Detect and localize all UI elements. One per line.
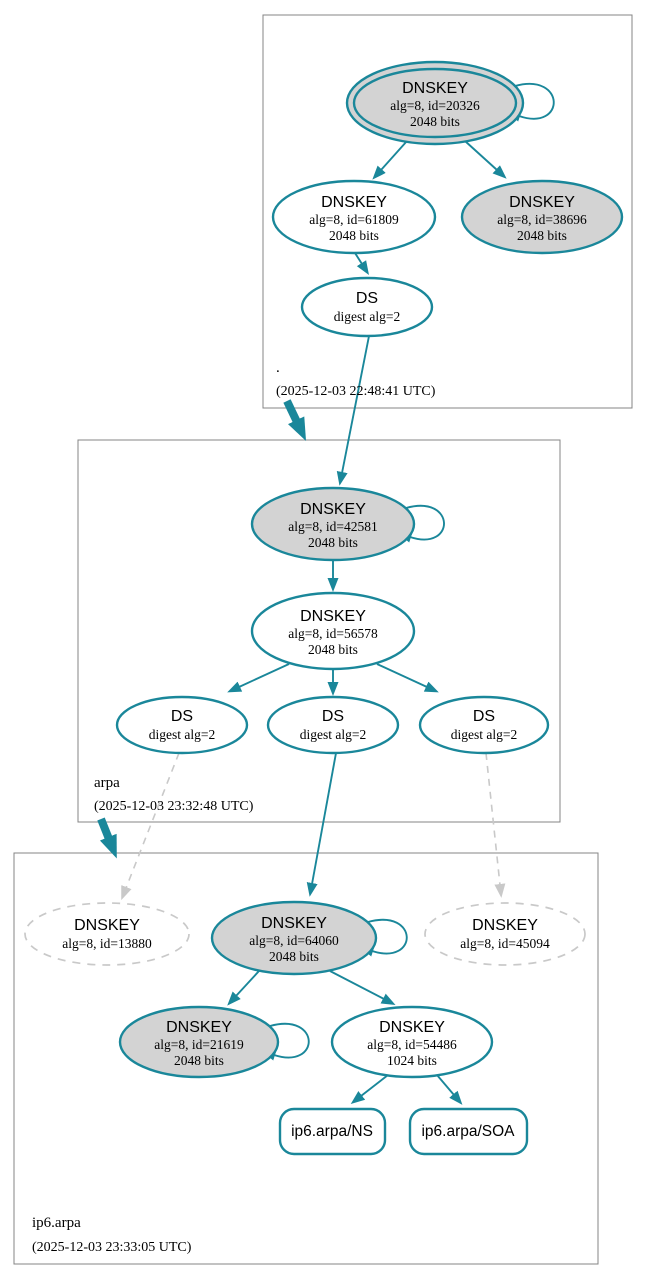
zone-timestamp-arpa: (2025-12-03 23:32:48 UTC) (94, 799, 254, 814)
dnskey-node-61809[interactable]: DNSKEY alg=8, id=61809 2048 bits (271, 179, 437, 255)
dnskey-13880-ellipse (24, 902, 190, 966)
rrset-node-ip6arpa-soa[interactable]: ip6.arpa/SOA (408, 1107, 529, 1156)
ds-arpa-1-detail: digest alg=2 (149, 727, 215, 742)
dnskey-54486-title: DNSKEY (379, 1019, 445, 1036)
zone-timestamp-ip6arpa: (2025-12-03 23:33:05 UTC) (32, 1240, 192, 1255)
dnskey-56578-detail: alg=8, id=56578 (288, 626, 378, 641)
dnskey-21619-ellipse (118, 1005, 280, 1079)
ds-arpa-3-detail: digest alg=2 (451, 727, 517, 742)
zone-label-arpa: arpa (94, 775, 120, 791)
dnskey-61809-bits: 2048 bits (329, 228, 379, 243)
edge-self-sign-64060 (359, 919, 408, 957)
dnskey-56578-title: DNSKEY (300, 608, 366, 625)
dnskey-13880-title: DNSKEY (74, 917, 140, 934)
edge-64060-21619 (227, 970, 260, 1006)
ds-node-arpa-2[interactable]: DS digest alg=2 (266, 695, 400, 755)
ds-arpa-2-ellipse (266, 695, 400, 755)
dnskey-node-45094-missing[interactable]: DNSKEY alg=8, id=45094 (424, 902, 586, 966)
edge-ds3-45094-missing (485, 752, 506, 898)
edge-54486-ns (350, 1074, 389, 1104)
ds-arpa-3-ellipse (418, 695, 550, 755)
dnskey-64060-title: DNSKEY (261, 915, 327, 932)
dnskey-45094-detail: alg=8, id=45094 (460, 936, 550, 951)
dnskey-38696-title: DNSKEY (509, 194, 575, 211)
ds-arpa-2-title: DS (322, 708, 344, 725)
dnskey-54486-detail: alg=8, id=54486 (367, 1037, 457, 1052)
dnskey-61809-detail: alg=8, id=61809 (309, 212, 399, 227)
dnskey-54486-ellipse (330, 1005, 494, 1079)
dnskey-38696-ellipse (460, 179, 624, 255)
dnskey-node-54486[interactable]: DNSKEY alg=8, id=54486 1024 bits (330, 1005, 494, 1079)
edge-self-sign-20326 (506, 83, 555, 122)
zone-label-ip6arpa: ip6.arpa (32, 1215, 81, 1231)
dnskey-node-42581[interactable]: DNSKEY alg=8, id=42581 2048 bits (250, 486, 416, 562)
ds-node-arpa-3[interactable]: DS digest alg=2 (418, 695, 550, 755)
edge-64060-54486 (329, 970, 396, 1005)
dnskey-20326-inner-ellipse (352, 67, 518, 139)
dnskey-64060-detail: alg=8, id=64060 (249, 933, 339, 948)
ds-root-ellipse (300, 276, 434, 338)
edge-54486-soa (436, 1074, 463, 1105)
dnskey-61809-title: DNSKEY (321, 194, 387, 211)
edge-ds2-64060 (306, 752, 337, 897)
dnskey-56578-ellipse (250, 591, 416, 671)
dnskey-42581-bits: 2048 bits (308, 535, 358, 550)
dnskey-node-38696[interactable]: DNSKEY alg=8, id=38696 2048 bits (460, 179, 624, 255)
rrset-ns-rect (278, 1107, 387, 1156)
dnskey-node-21619[interactable]: DNSKEY alg=8, id=21619 2048 bits (118, 1005, 280, 1079)
edge-self-sign-21619 (261, 1023, 310, 1061)
ds-node-root[interactable]: DS digest alg=2 (300, 276, 434, 338)
dnskey-45094-ellipse (424, 902, 586, 966)
rrset-soa-label: ip6.arpa/SOA (421, 1123, 515, 1140)
dnskey-21619-bits: 2048 bits (174, 1053, 224, 1068)
dnskey-42581-detail: alg=8, id=42581 (288, 519, 377, 534)
edge-ds1-13880-missing (121, 752, 180, 901)
delegation-arrow-root-arpa (283, 399, 307, 441)
ds-arpa-2-detail: digest alg=2 (300, 727, 366, 742)
dnskey-45094-title: DNSKEY (472, 917, 538, 934)
ds-root-detail: digest alg=2 (334, 309, 400, 324)
edge-56578-ds3 (376, 663, 439, 693)
dnskey-13880-detail: alg=8, id=13880 (62, 936, 152, 951)
ds-node-arpa-1[interactable]: DS digest alg=2 (115, 695, 249, 755)
dnskey-38696-detail: alg=8, id=38696 (497, 212, 587, 227)
ds-root-title: DS (356, 290, 378, 307)
edge-61809-ds (354, 252, 369, 275)
edge-self-sign-42581 (397, 505, 445, 543)
dnskey-21619-title: DNSKEY (166, 1019, 232, 1036)
zone-label-root: . (276, 360, 280, 376)
edge-20326-38696 (464, 140, 507, 179)
dnskey-20326-title: DNSKEY (402, 80, 468, 97)
ds-arpa-1-title: DS (171, 708, 193, 725)
dnskey-node-13880-missing[interactable]: DNSKEY alg=8, id=13880 (24, 902, 190, 966)
rrset-node-ip6arpa-ns[interactable]: ip6.arpa/NS (278, 1107, 387, 1156)
dnskey-20326-detail: alg=8, id=20326 (390, 98, 480, 113)
dnskey-20326-bits: 2048 bits (410, 114, 460, 129)
delegation-arrow-arpa-ip6arpa (97, 817, 117, 859)
dnskey-64060-bits: 2048 bits (269, 949, 319, 964)
dnskey-38696-bits: 2048 bits (517, 228, 567, 243)
dnskey-42581-title: DNSKEY (300, 501, 366, 518)
dnskey-61809-ellipse (271, 179, 437, 255)
ds-arpa-1-ellipse (115, 695, 249, 755)
dnskey-54486-bits: 1024 bits (387, 1053, 437, 1068)
dnskey-56578-bits: 2048 bits (308, 642, 358, 657)
rrset-ns-label: ip6.arpa/NS (291, 1123, 373, 1140)
edge-rootds-42581 (336, 335, 370, 486)
dnskey-64060-ellipse (210, 900, 378, 976)
dnskey-42581-ellipse (250, 486, 416, 562)
ds-arpa-3-title: DS (473, 708, 495, 725)
edge-20326-61809 (372, 140, 408, 180)
dnskey-node-64060[interactable]: DNSKEY alg=8, id=64060 2048 bits (210, 900, 378, 976)
rrset-soa-rect (408, 1107, 529, 1156)
edge-56578-ds1 (227, 663, 290, 693)
zone-timestamp-root: (2025-12-03 22:48:41 UTC) (276, 384, 436, 399)
dnskey-node-20326[interactable]: DNSKEY alg=8, id=20326 2048 bits (345, 60, 525, 146)
dnskey-node-56578[interactable]: DNSKEY alg=8, id=56578 2048 bits (250, 591, 416, 671)
dnskey-21619-detail: alg=8, id=21619 (154, 1037, 244, 1052)
